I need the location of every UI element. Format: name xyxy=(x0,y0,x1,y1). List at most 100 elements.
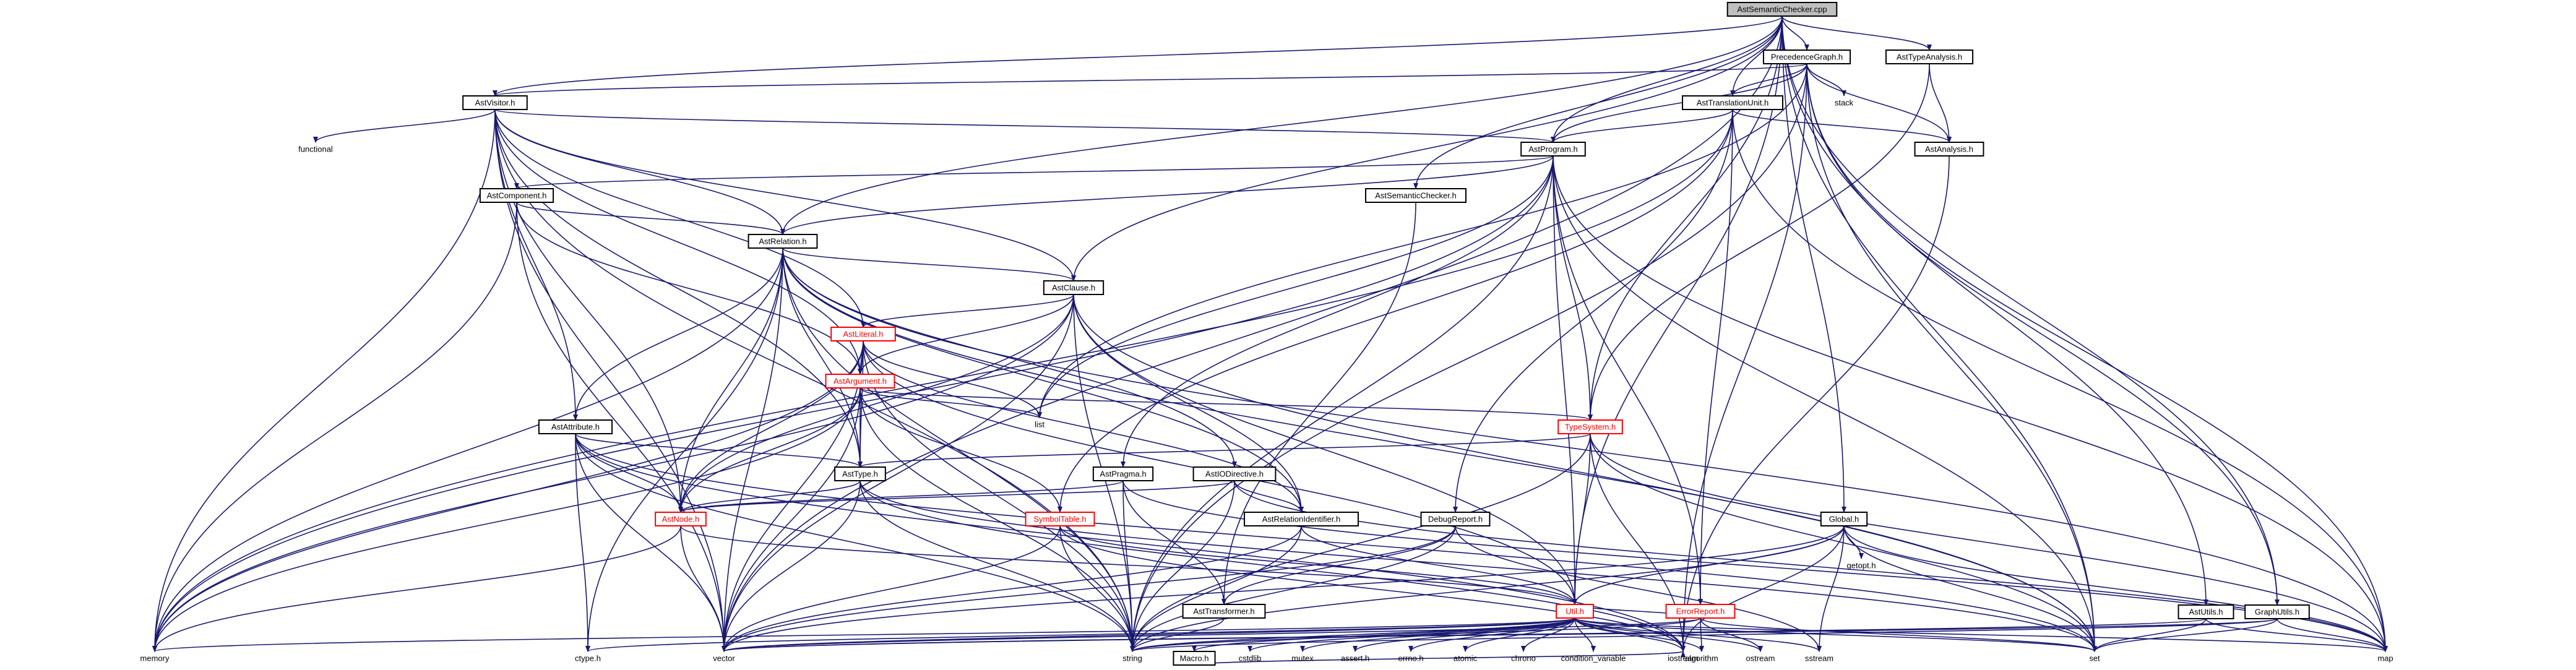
node-astnode-h[interactable]: AstNode.h xyxy=(655,512,707,526)
node-assert-h: assert.h xyxy=(1341,654,1369,663)
edge-astclause-h-to-memory xyxy=(152,294,1074,652)
edge-typesystem-h-to-asttype-h xyxy=(858,433,1591,468)
edge-astsemanticchecker-h-to-asttransformer-h xyxy=(1221,202,1416,605)
edge-asttranslationunit-h-to-astprogram-h xyxy=(1551,109,1733,143)
edge-astprogram-h-to-typesystem-h xyxy=(1553,155,1593,421)
edge-graphutils-h-to-vector xyxy=(722,618,2278,652)
node-label: vector xyxy=(713,654,735,663)
edge-typesystem-h-to-string xyxy=(1130,433,1591,652)
node-asttranslationunit-h[interactable]: AstTranslationUnit.h xyxy=(1682,95,1783,110)
edge-astrelation-h-to-vector xyxy=(722,247,783,652)
node-ostream: ostream xyxy=(1746,654,1775,663)
node-errorreport-h[interactable]: ErrorReport.h xyxy=(1665,604,1736,619)
node-getopt-h: getopt.h xyxy=(1847,561,1876,570)
edge-debugreport-h-to-asttransformer-h xyxy=(1221,525,1456,605)
edge-astvisitor-h-to-astclause-h xyxy=(494,109,1076,281)
edge-astsemanticchecker-cpp-to-asttypeanalysis-h xyxy=(1781,15,1932,51)
edge-astvisitor-h-to-functional xyxy=(313,109,496,143)
node-label: sstream xyxy=(1805,654,1833,663)
edge-astsemanticchecker-cpp-to-astsemanticchecker-h xyxy=(1413,15,1783,189)
node-map: map xyxy=(2377,654,2393,663)
node-astsemanticchecker-cpp[interactable]: AstSemanticChecker.cpp xyxy=(1726,2,1838,17)
node-global-h[interactable]: Global.h xyxy=(1820,512,1868,526)
node-label: AstAttribute.h xyxy=(551,423,600,432)
edge-precedencegraph-h-to-map xyxy=(1806,63,2388,652)
edge-astattribute-h-to-asttype-h xyxy=(575,433,863,468)
edge-astargument-h-to-list xyxy=(859,387,1042,418)
edge-util-h-to-iostream xyxy=(1574,617,1686,652)
node-cstdlib: cstdlib xyxy=(1239,654,1262,663)
node-iostream: iostream xyxy=(1668,654,1699,663)
node-astclause-h[interactable]: AstClause.h xyxy=(1043,280,1105,295)
node-astpragma-h[interactable]: AstPragma.h xyxy=(1092,466,1154,481)
node-astrelationidentifier-h[interactable]: AstRelationIdentifier.h xyxy=(1244,512,1359,526)
edge-astsemanticchecker-cpp-to-astprogram-h xyxy=(1551,15,1783,143)
edge-astprogram-h-to-map xyxy=(1553,155,2388,652)
node-stack: stack xyxy=(1835,98,1854,108)
edge-precedencegraph-h-to-asttranslationunit-h xyxy=(1730,63,1807,97)
edge-global-h-to-iostream xyxy=(1681,525,1845,652)
node-astiodirective-h[interactable]: AstIODirective.h xyxy=(1192,466,1277,481)
node-precedencegraph-h[interactable]: PrecedenceGraph.h xyxy=(1762,49,1851,64)
node-box xyxy=(1192,466,1277,481)
edge-asttypeanalysis-h-to-astanalysis-h xyxy=(1929,63,1952,143)
node-label: TypeSystem.h xyxy=(1565,423,1616,432)
edge-astargument-h-to-symboltable-h xyxy=(859,387,1062,513)
node-astargument-h[interactable]: AstArgument.h xyxy=(825,374,895,389)
edge-astsemanticchecker-cpp-to-global-h xyxy=(1781,15,1846,513)
node-astsemanticchecker-h[interactable]: AstSemanticChecker.h xyxy=(1365,188,1467,203)
edge-astcomponent-h-to-astrelation-h xyxy=(516,202,785,235)
node-asttransformer-h[interactable]: AstTransformer.h xyxy=(1182,604,1266,619)
node-label: AstPragma.h xyxy=(1100,470,1146,479)
edge-typesystem-h-to-map xyxy=(1590,433,2388,652)
node-macro-h[interactable]: Macro.h xyxy=(1173,651,1216,666)
node-box xyxy=(1182,604,1266,619)
node-box xyxy=(1244,512,1359,526)
node-label: map xyxy=(2377,654,2393,663)
edge-util-h-to-ostream xyxy=(1574,617,1763,652)
edge-symboltable-h-to-iostream xyxy=(1059,525,1686,652)
node-label: AstComponent.h xyxy=(487,191,547,200)
node-symboltable-h[interactable]: SymbolTable.h xyxy=(1025,512,1095,526)
node-label: iostream xyxy=(1668,654,1699,663)
node-astvisitor-h[interactable]: AstVisitor.h xyxy=(462,95,528,110)
edge-macro-h-to-iostream xyxy=(1194,651,1686,666)
edge-precedencegraph-h-to-set xyxy=(1806,63,2097,652)
edge-astrelation-h-to-ctype-h xyxy=(585,247,783,652)
node-label: Util.h xyxy=(1566,607,1584,616)
edge-graphutils-h-to-map xyxy=(2277,618,2388,652)
node-debugreport-h[interactable]: DebugReport.h xyxy=(1420,512,1491,526)
node-label: AstTypeAnalysis.h xyxy=(1897,53,1962,62)
node-astprogram-h[interactable]: AstProgram.h xyxy=(1520,142,1586,157)
node-label: memory xyxy=(140,654,170,663)
node-graphutils-h[interactable]: GraphUtils.h xyxy=(2244,604,2310,619)
node-label: AstIODirective.h xyxy=(1205,470,1264,479)
node-sstream: sstream xyxy=(1805,654,1833,663)
node-astliteral-h[interactable]: AstLiteral.h xyxy=(830,327,896,341)
node-asttype-h[interactable]: AstType.h xyxy=(834,466,886,481)
node-util-h[interactable]: Util.h xyxy=(1556,604,1594,619)
edge-errorreport-h-to-string xyxy=(1130,617,1701,652)
node-label: ctype.h xyxy=(575,654,601,663)
edge-astvisitor-h-to-astnode-h xyxy=(494,109,683,513)
node-functional: functional xyxy=(298,145,333,154)
edge-global-h-to-string xyxy=(1130,525,1845,652)
node-astanalysis-h[interactable]: AstAnalysis.h xyxy=(1914,142,1984,157)
node-astrelation-h[interactable]: AstRelation.h xyxy=(747,234,818,249)
edge-astclause-h-to-util-h xyxy=(1073,294,1577,605)
edge-util-h-to-condition-variable xyxy=(1574,617,1596,652)
node-astutils-h[interactable]: AstUtils.h xyxy=(2178,604,2234,619)
edge-astpragma-h-to-map xyxy=(1122,480,2388,652)
node-atomic: atomic xyxy=(1454,654,1478,663)
node-asttypeanalysis-h[interactable]: AstTypeAnalysis.h xyxy=(1885,49,1974,64)
node-label: ostream xyxy=(1746,654,1775,663)
node-astattribute-h[interactable]: AstAttribute.h xyxy=(538,419,613,434)
edge-astprogram-h-to-list xyxy=(1037,155,1554,418)
node-ctype-h: ctype.h xyxy=(575,654,601,663)
node-astcomponent-h[interactable]: AstComponent.h xyxy=(479,188,554,203)
edge-astprogram-h-to-memory xyxy=(152,155,1554,652)
node-typesystem-h[interactable]: TypeSystem.h xyxy=(1557,419,1623,434)
edge-util-h-to-atomic xyxy=(1463,617,1575,652)
edge-astrelation-h-to-astnode-h xyxy=(678,247,783,513)
node-box xyxy=(462,95,528,110)
